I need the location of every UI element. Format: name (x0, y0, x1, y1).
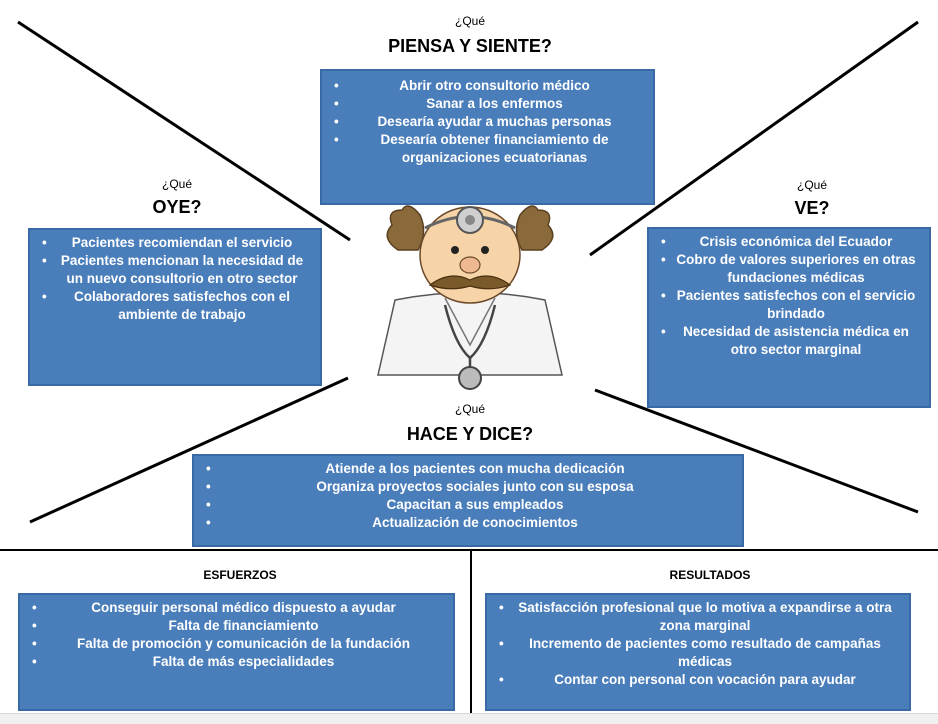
diagonal-top-right (589, 20, 919, 257)
ve-box: Crisis económica del Ecuador Cobro de va… (647, 227, 931, 408)
nose (459, 256, 481, 274)
hace-item: Capacitan a sus empleados (202, 496, 734, 514)
hace-heading: HACE Y DICE? (406, 424, 534, 444)
ve-item: Crisis económica del Ecuador (657, 233, 921, 251)
window-bottom-strip (0, 713, 938, 724)
hair-right (515, 205, 554, 251)
resultados-item: Satisfacción profesional que lo motiva a… (495, 599, 901, 635)
oye-box: Pacientes recomiendan el servicio Pacien… (28, 228, 322, 386)
hace-question: ¿Qué (454, 402, 485, 416)
oye-item: Pacientes recomiendan el servicio (38, 234, 312, 252)
esfuerzos-item: Falta de más especialidades (28, 653, 445, 671)
piensa-question: ¿Qué (454, 14, 485, 28)
esfuerzos-item: Falta de financiamiento (28, 617, 445, 635)
doctor-illustration (377, 205, 563, 390)
esfuerzos-item: Falta de promoción y comunicación de la … (28, 635, 445, 653)
left-eye (451, 246, 459, 254)
esfuerzos-heading: ESFUERZOS (203, 568, 277, 582)
resultados-box: Satisfacción profesional que lo motiva a… (485, 593, 911, 711)
ve-heading: VE? (794, 198, 830, 218)
head-mirror-center (465, 215, 475, 225)
ve-item: Pacientes satisfechos con el servicio br… (657, 287, 921, 323)
diagonal-bottom-left (29, 376, 349, 524)
stethoscope-chest-piece (458, 366, 482, 390)
piensa-item: Sanar a los enfermos (330, 95, 645, 113)
oye-question: ¿Qué (161, 177, 192, 191)
esfuerzos-item: Conseguir personal médico dispuesto a ay… (28, 599, 445, 617)
hace-item: Atiende a los pacientes con mucha dedica… (202, 460, 734, 478)
hace-item: Actualización de conocimientos (202, 514, 734, 532)
hace-item: Organiza proyectos sociales junto con su… (202, 478, 734, 496)
hair-left (386, 205, 425, 251)
coat-collar (444, 297, 496, 347)
piensa-item: Abrir otro consultorio médico (330, 77, 645, 95)
oye-item: Colaboradores satisfechos con el ambient… (38, 288, 312, 324)
right-eye (481, 246, 489, 254)
resultados-heading: RESULTADOS (669, 568, 751, 582)
diagonal-bottom-right (594, 388, 919, 514)
esfuerzos-box: Conseguir personal médico dispuesto a ay… (18, 593, 455, 711)
hace-box: Atiende a los pacientes con mucha dedica… (192, 454, 744, 547)
piensa-heading: PIENSA Y SIENTE? (388, 36, 552, 56)
piensa-box: Abrir otro consultorio médico Sanar a lo… (320, 69, 655, 205)
ve-item: Necesidad de asistencia médica en otro s… (657, 323, 921, 359)
ve-item: Cobro de valores superiores en otras fun… (657, 251, 921, 287)
diagonal-top-left (17, 20, 351, 242)
piensa-item: Desearía obtener financiamiento de organ… (330, 131, 645, 167)
oye-heading: OYE? (152, 197, 202, 217)
oye-item: Pacientes mencionan la necesidad de un n… (38, 252, 312, 288)
piensa-item: Desearía ayudar a muchas personas (330, 113, 645, 131)
resultados-item: Contar con personal con vocación para ay… (495, 671, 901, 689)
ve-question: ¿Qué (796, 178, 827, 192)
resultados-item: Incremento de pacientes como resultado d… (495, 635, 901, 671)
mustache (428, 275, 512, 290)
